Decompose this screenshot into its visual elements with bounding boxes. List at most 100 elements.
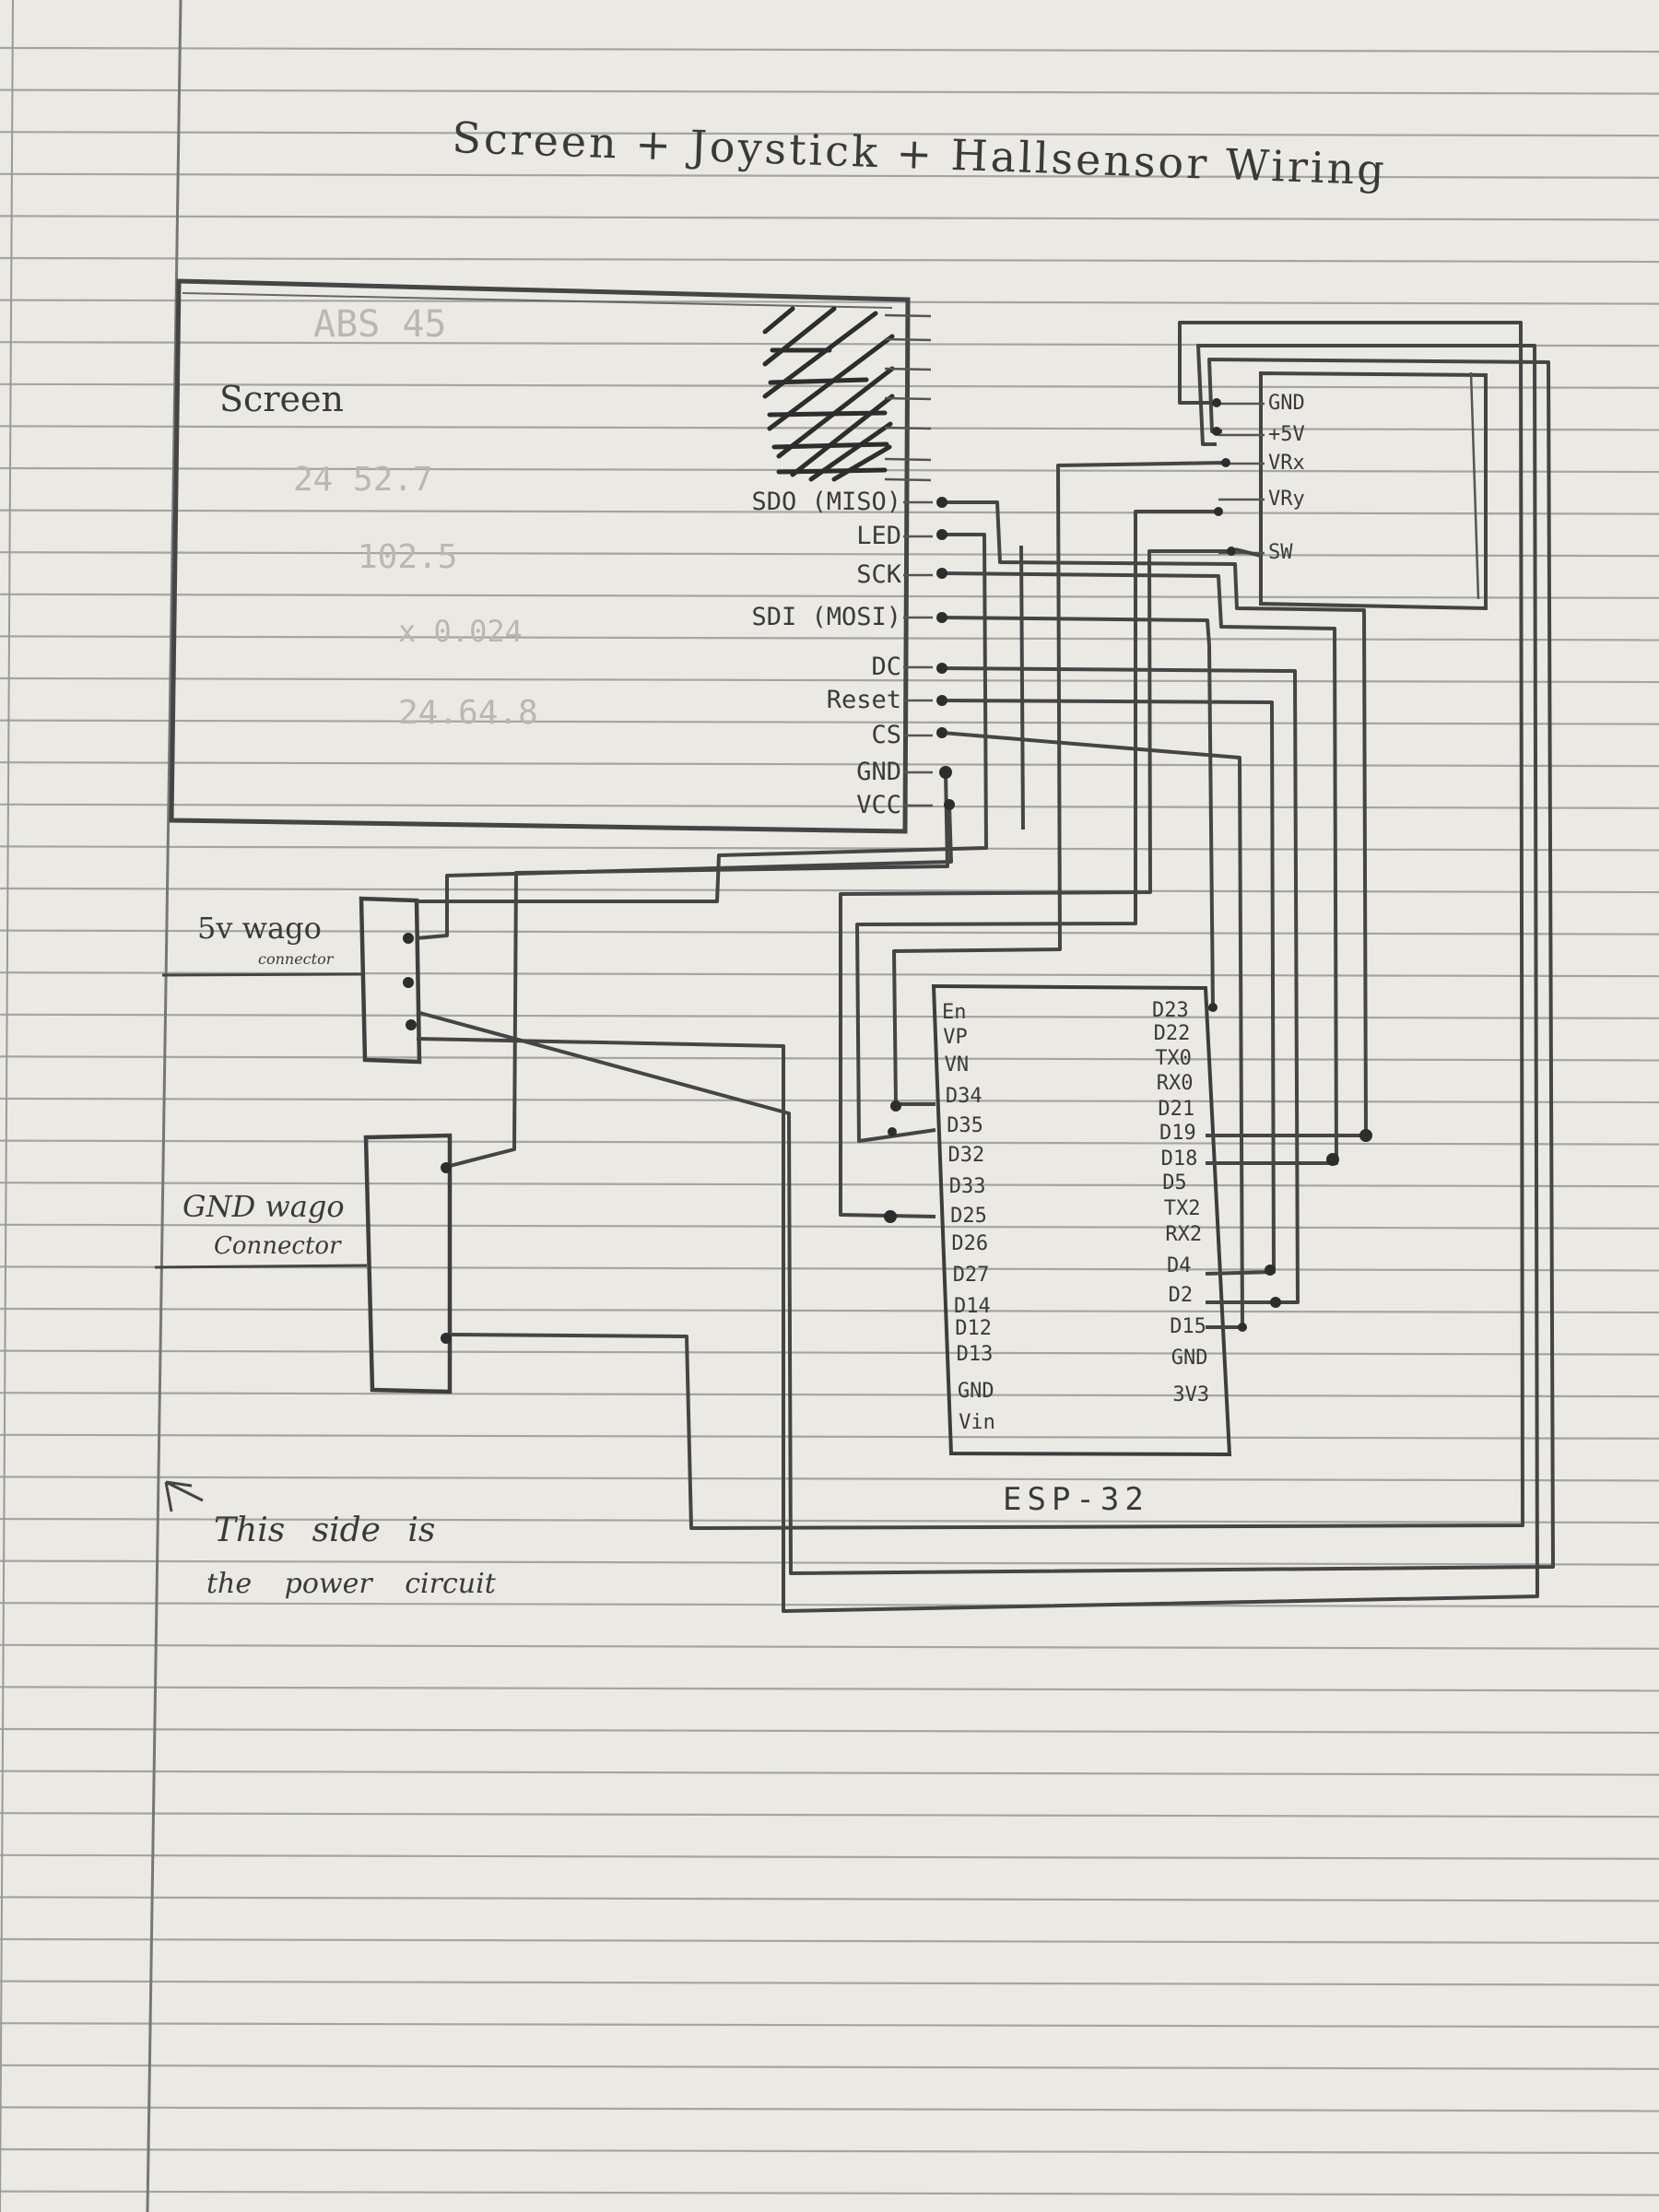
- screen-outline: [169, 278, 911, 834]
- wago-gnd-label: GND wago: [182, 1189, 345, 1224]
- esp32-module: EnVPVND34D35D32D33D25D26D27D14D12D13GNDV…: [931, 983, 1232, 1518]
- ruled-line: [0, 1476, 1659, 1482]
- wire-joystick-5v-loop: [416, 358, 1555, 1575]
- ruled-line: [0, 971, 1659, 978]
- esp32-right-pin-label: D4: [1167, 1254, 1192, 1277]
- joystick-pin-label: +5V: [1268, 423, 1305, 446]
- ruled-line: [0, 1055, 1659, 1062]
- ruled-line: [0, 677, 1659, 684]
- junction-dot: [403, 977, 414, 988]
- wago-5v-sublabel: connector: [258, 950, 335, 968]
- esp32-left-pin-label: D32: [948, 1144, 985, 1167]
- esp32-left-pins: EnVPVND34D35D32D33D25D26D27D14D12D13GNDV…: [942, 1001, 995, 1434]
- screen-faint-note: 102.5: [358, 538, 457, 576]
- ruled-line: [0, 172, 1659, 179]
- ruled-line: [0, 2147, 1659, 2155]
- junction-dot: [1214, 507, 1223, 516]
- ruled-line: [0, 719, 1659, 725]
- ruled-line: [0, 215, 1659, 221]
- junction-dot: [936, 695, 947, 706]
- wire-reset-d4: [941, 699, 1276, 1276]
- screen-pin-label: LED: [856, 522, 901, 550]
- ruled-line: [0, 1727, 1659, 1735]
- esp32-left-pin-label: VN: [945, 1053, 970, 1077]
- junction-dot: [403, 933, 414, 944]
- ruled-line: [0, 845, 1659, 852]
- ruled-line: [0, 1559, 1659, 1566]
- ruled-line: [0, 2064, 1659, 2070]
- ruled-line: [0, 1097, 1659, 1104]
- junction-dot: [1208, 1003, 1218, 1012]
- wago-gnd-outline: [363, 1133, 453, 1394]
- ruled-line: [0, 131, 1659, 137]
- power-side-note: This side is the power circuit: [164, 1480, 497, 1600]
- ruled-line: [0, 1686, 1659, 1692]
- esp32-right-pin-label: TX2: [1164, 1197, 1201, 1220]
- junction-dot: [888, 1127, 897, 1136]
- esp32-left-pin-label: En: [942, 1001, 967, 1024]
- ruled-line: [0, 1392, 1659, 1398]
- screen-inner-edge: [182, 292, 893, 309]
- esp32-right-pin-label: D5: [1162, 1171, 1187, 1194]
- ruled-line: [0, 46, 1659, 53]
- ruled-line: [0, 2106, 1659, 2112]
- junction-dot: [441, 1333, 452, 1344]
- screen-pin-ticks-top: [884, 313, 932, 482]
- esp32-right-pin-label: D22: [1154, 1022, 1191, 1045]
- esp32-left-pin-label: D35: [947, 1114, 983, 1137]
- esp32-left-pin-label: D26: [951, 1232, 988, 1255]
- screen-pin-label: GND: [856, 758, 901, 786]
- screen-faint-note: ABS 45: [313, 303, 447, 346]
- joystick-outline-inner: [1469, 371, 1480, 600]
- esp32-left-pin-label: Vin: [959, 1411, 995, 1434]
- joystick-outline: [1259, 371, 1488, 611]
- junction-dot: [1238, 1323, 1247, 1332]
- joystick-pin-label: VRx: [1268, 452, 1305, 475]
- ruled-line: [0, 2190, 1659, 2196]
- esp32-left-pin-label: D12: [955, 1317, 992, 1340]
- ruled-line: [0, 2022, 1659, 2029]
- junction-dot: [1212, 427, 1221, 436]
- esp32-left-pin-label: D27: [953, 1264, 990, 1287]
- ruled-line: [0, 551, 1659, 558]
- ruled-line: [0, 425, 1659, 431]
- junction-dot: [939, 766, 952, 779]
- screen-pin-label: DC: [871, 653, 901, 681]
- esp32-right-pins: D23D22TX0RX0D21D19D18D5TX2RX2D4D2D15GND3…: [1152, 999, 1209, 1406]
- junction-dot: [936, 529, 947, 540]
- ruled-line: [0, 1643, 1659, 1650]
- junction-dot: [936, 568, 947, 579]
- wire-sck-d18: [941, 571, 1338, 1165]
- esp32-right-pin-label: D2: [1169, 1284, 1194, 1307]
- wire-cs-d15: [941, 731, 1244, 1329]
- junction-dot: [884, 1210, 897, 1223]
- wago-5v-label: 5v wago: [197, 911, 322, 946]
- esp32-right-pin-label: D21: [1158, 1098, 1194, 1121]
- junction-dot: [936, 497, 947, 508]
- junction-dot: [1221, 458, 1230, 467]
- ruled-line: [0, 1139, 1659, 1146]
- ruled-line: [0, 88, 1659, 95]
- esp32-left-pin-label: D25: [950, 1205, 987, 1228]
- screen-pin-label: SDO (MISO): [751, 488, 901, 516]
- ruled-line: [0, 1770, 1659, 1776]
- esp32-right-pin-label: D18: [1161, 1147, 1198, 1171]
- margin-line: [146, 0, 182, 2212]
- ruled-line: [0, 1937, 1659, 1945]
- ruled-line: [0, 1433, 1659, 1440]
- junction-dot: [1212, 398, 1221, 407]
- esp32-outline: [931, 983, 1232, 1457]
- esp32-right-pin-label: 3V3: [1172, 1383, 1209, 1406]
- ruled-line: [0, 593, 1659, 599]
- screen-module: Screen ABS 45 24 52.7 102.5 x 0.024 24.6…: [169, 278, 933, 834]
- wago-gnd-feed-line: [154, 1264, 368, 1269]
- junction-dot: [1270, 1297, 1281, 1308]
- wago-5v-feed-line: [161, 972, 362, 977]
- wire-screen-vcc: [416, 804, 953, 940]
- esp32-right-pin-label: GND: [1171, 1347, 1208, 1370]
- ruled-line: [0, 803, 1659, 809]
- junction-dot: [936, 663, 947, 674]
- wire-dc-d2: [941, 666, 1300, 1304]
- note-line-1: This side is: [214, 1512, 435, 1549]
